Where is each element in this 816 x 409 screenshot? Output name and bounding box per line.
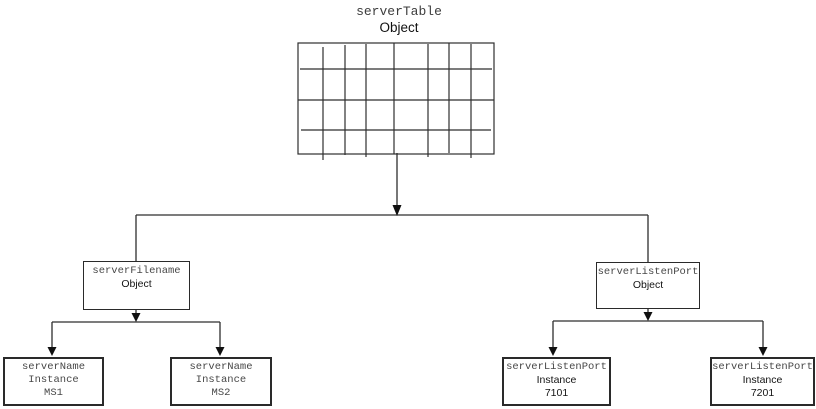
node-name: serverListenPort bbox=[712, 361, 813, 373]
node-value: MS1 bbox=[44, 386, 63, 399]
node-name: serverName bbox=[21, 361, 85, 373]
node-value: 7201 bbox=[750, 386, 775, 399]
node-type: Instance bbox=[28, 374, 79, 386]
node-value: MS2 bbox=[211, 386, 231, 399]
arrowhead-down-icon bbox=[758, 347, 768, 356]
node-name: serverListenPort bbox=[506, 361, 607, 373]
arrowhead-down-icon bbox=[215, 347, 225, 356]
arrowhead-down-icon bbox=[47, 347, 57, 356]
root-node-name: serverTable bbox=[356, 4, 442, 19]
node-value: 7101 bbox=[544, 386, 569, 399]
table-grid bbox=[297, 42, 495, 160]
arrowhead-down-icon bbox=[548, 347, 558, 356]
node-type: Object bbox=[121, 278, 152, 290]
node-serverlistenport-7101: serverListenPort Instance 7101 bbox=[502, 357, 611, 406]
node-type: Instance bbox=[195, 374, 247, 386]
arrowhead-down-icon bbox=[131, 313, 141, 322]
node-serverlistenport-object: serverListenPort Object bbox=[596, 262, 700, 309]
node-name: serverName bbox=[189, 361, 253, 373]
node-type: Instance bbox=[742, 374, 783, 386]
node-serverlistenport-7201: serverListenPort Instance 7201 bbox=[710, 357, 815, 406]
node-type: Instance bbox=[536, 374, 577, 386]
arrowhead-down-icon bbox=[643, 312, 653, 321]
node-name: serverListenPort bbox=[597, 266, 699, 278]
node-servername-ms2: serverName Instance MS2 bbox=[170, 357, 272, 406]
root-node-label: serverTable Object bbox=[299, 4, 499, 36]
tree-connectors bbox=[51, 153, 764, 348]
node-servername-ms1: serverName Instance MS1 bbox=[3, 357, 104, 406]
arrowhead-down-icon bbox=[392, 205, 402, 216]
node-serverfilename-object: serverFilename Object bbox=[83, 261, 190, 310]
root-node-type: Object bbox=[379, 20, 419, 35]
node-name: serverFilename bbox=[92, 265, 181, 277]
node-type: Object bbox=[632, 279, 664, 291]
